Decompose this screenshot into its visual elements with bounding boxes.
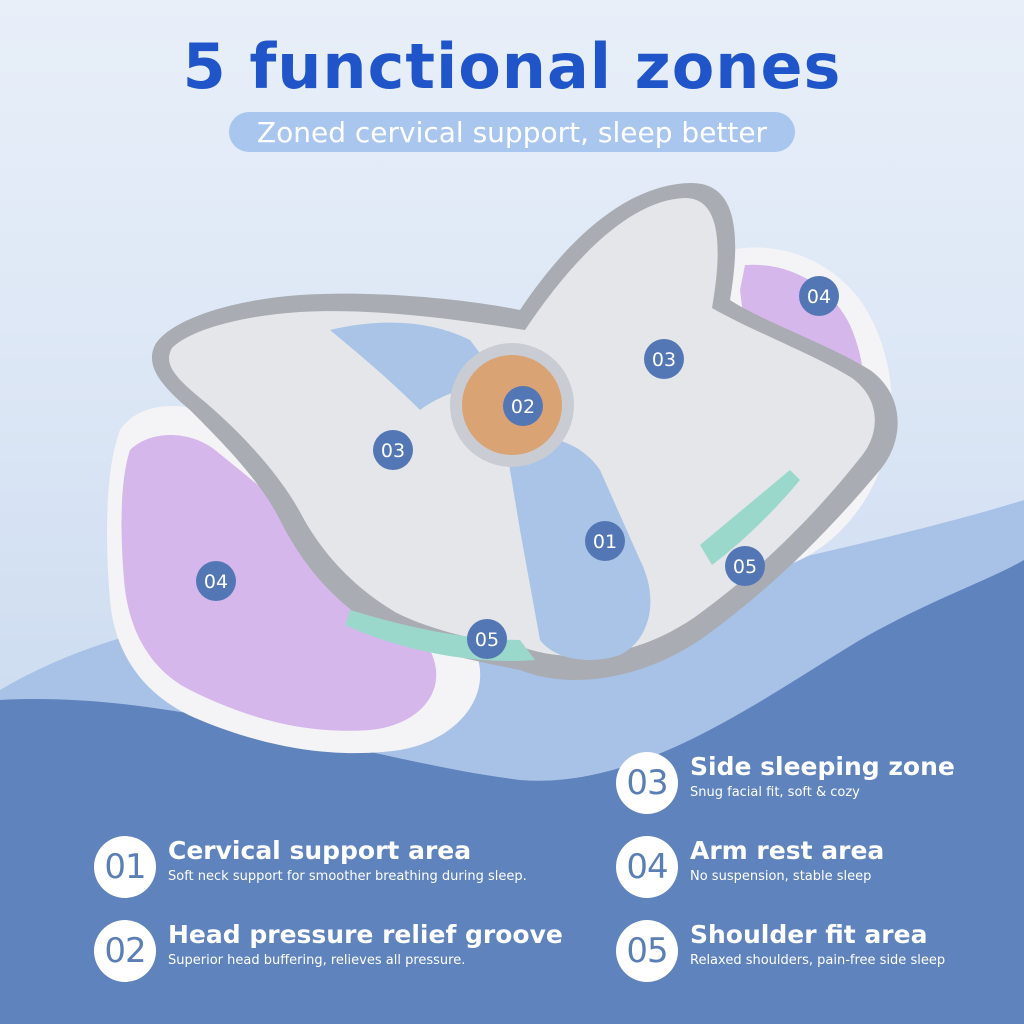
marker-01: 01 xyxy=(585,521,625,561)
legend-number: 04 xyxy=(616,836,678,898)
subtitle-pill: Zoned cervical support, sleep better xyxy=(229,112,795,152)
legend-item-05: 05 Shoulder fit area Relaxed shoulders, … xyxy=(616,920,945,982)
legend-item-02: 02 Head pressure relief groove Superior … xyxy=(94,920,563,982)
svg-text:01: 01 xyxy=(593,531,617,553)
marker-02: 02 xyxy=(503,386,543,426)
svg-text:05: 05 xyxy=(475,629,499,651)
legend-item-01: 01 Cervical support area Soft neck suppo… xyxy=(94,836,527,898)
marker-04-right: 04 xyxy=(799,276,839,316)
zone-cervical xyxy=(505,436,651,660)
legend-description: Snug facial fit, soft & cozy xyxy=(690,785,860,800)
legend-number: 01 xyxy=(94,836,156,898)
svg-text:02: 02 xyxy=(511,396,535,418)
legend-number: 05 xyxy=(616,920,678,982)
subtitle: Zoned cervical support, sleep better xyxy=(256,115,768,149)
legend-description: Soft neck support for smoother breathing… xyxy=(168,869,527,884)
legend-title: Side sleeping zone xyxy=(690,752,955,781)
legend-title: Arm rest area xyxy=(690,836,885,865)
svg-text:04: 04 xyxy=(807,286,831,308)
page-title: 5 functional zones xyxy=(182,30,842,103)
legend-item-04: 04 Arm rest area No suspension, stable s… xyxy=(616,836,884,898)
legend-description: No suspension, stable sleep xyxy=(690,869,872,884)
marker-04-left: 04 xyxy=(196,561,236,601)
legend-description: Relaxed shoulders, pain-free side sleep xyxy=(690,953,946,968)
legend-title: Head pressure relief groove xyxy=(168,920,563,949)
legend-item-03: 03 Side sleeping zone Snug facial fit, s… xyxy=(616,752,955,814)
svg-text:03: 03 xyxy=(652,349,676,371)
legend-title: Shoulder fit area xyxy=(690,920,928,949)
marker-03-right: 03 xyxy=(644,339,684,379)
svg-text:05: 05 xyxy=(733,556,757,578)
svg-text:04: 04 xyxy=(204,571,228,593)
arm-rest-left xyxy=(121,435,437,731)
background-wave-dark xyxy=(0,560,1024,1024)
marker-05-right: 05 xyxy=(725,546,765,586)
svg-text:03: 03 xyxy=(381,440,405,462)
legend-description: Superior head buffering, relieves all pr… xyxy=(168,953,466,968)
legend-number: 03 xyxy=(616,752,678,814)
marker-03-left: 03 xyxy=(373,430,413,470)
marker-05-left: 05 xyxy=(467,619,507,659)
legend-number: 02 xyxy=(94,920,156,982)
zone-shoulder-right xyxy=(700,470,800,565)
legend-title: Cervical support area xyxy=(168,836,472,865)
